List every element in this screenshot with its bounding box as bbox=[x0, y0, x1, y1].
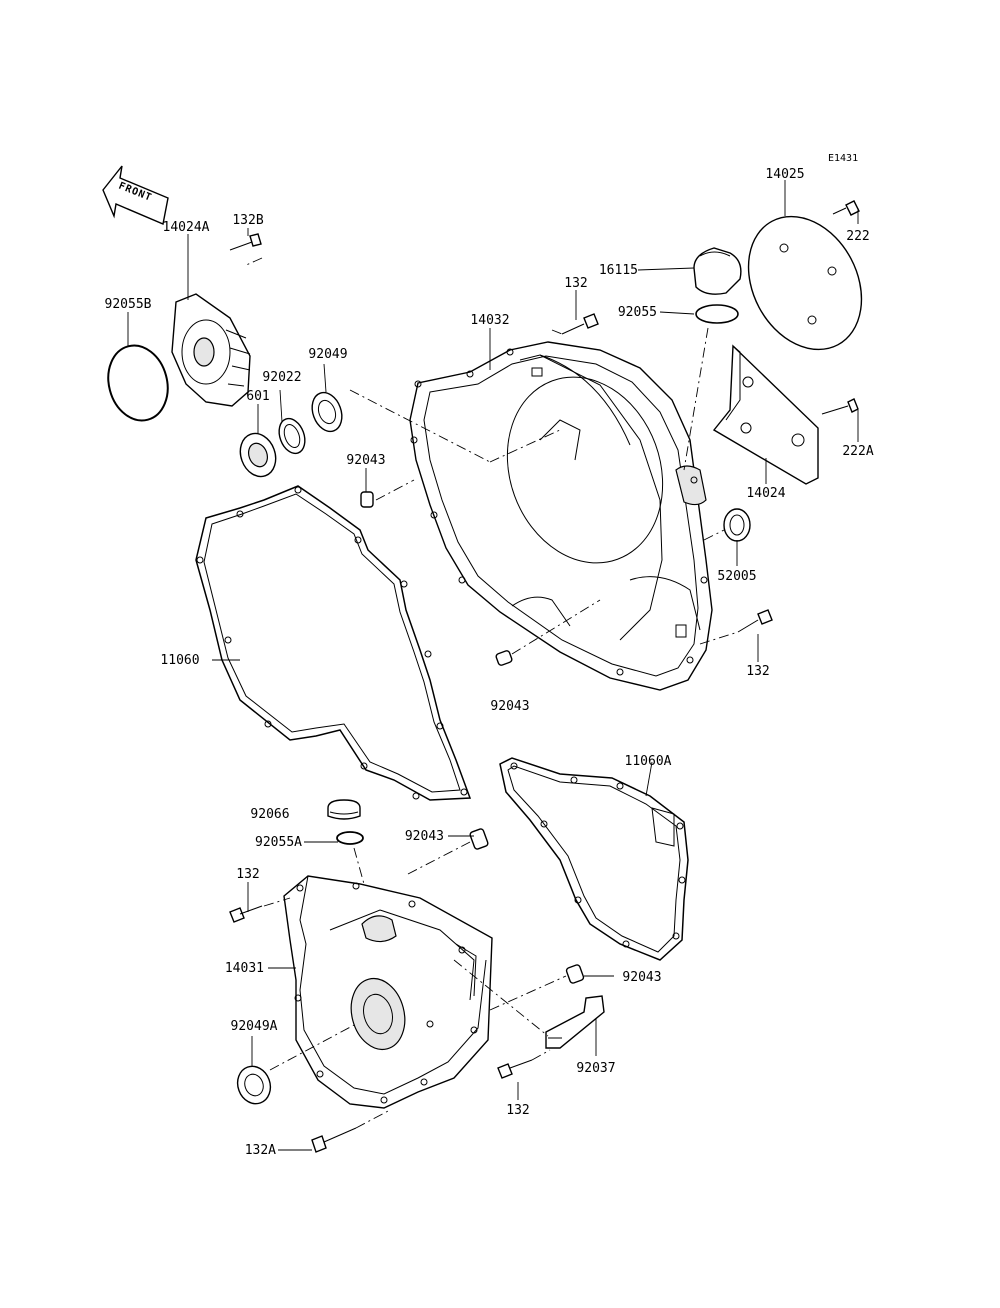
bearing-601 bbox=[239, 432, 277, 478]
label-92037: 92037 bbox=[576, 1061, 615, 1076]
label-14024: 14024 bbox=[746, 486, 785, 501]
dowel-pin-92043-upper bbox=[360, 491, 374, 508]
label-222: 222 bbox=[846, 229, 869, 244]
circlip-92022 bbox=[278, 417, 306, 455]
label-52005: 52005 bbox=[717, 569, 756, 584]
o-ring-92055a bbox=[336, 831, 364, 845]
dowel-pin-92043-c bbox=[469, 828, 489, 850]
oil-filler-cap-16115 bbox=[693, 247, 742, 295]
label-132-right: 132 bbox=[746, 664, 769, 679]
label-92049: 92049 bbox=[308, 347, 347, 362]
label-14025: 14025 bbox=[765, 167, 804, 182]
plug-92066 bbox=[327, 799, 361, 820]
label-14031: 14031 bbox=[225, 961, 264, 976]
bolt-132-bottom bbox=[497, 1059, 533, 1079]
oil-seal-52005 bbox=[723, 508, 751, 542]
gasket-11060a bbox=[499, 757, 689, 961]
label-132a: 132A bbox=[245, 1143, 276, 1158]
label-92055b: 92055B bbox=[105, 297, 152, 312]
oil-seal-92049a bbox=[236, 1065, 272, 1105]
label-92049a: 92049A bbox=[231, 1019, 278, 1034]
leader-lines bbox=[127, 180, 859, 1151]
label-92043-b: 92043 bbox=[490, 699, 529, 714]
label-92055: 92055 bbox=[618, 305, 657, 320]
label-132b: 132B bbox=[232, 213, 263, 228]
dowel-pin-92043-d bbox=[565, 964, 585, 984]
label-92043-d: 92043 bbox=[622, 970, 661, 985]
label-14024a: 14024A bbox=[163, 220, 210, 235]
label-92043-c: 92043 bbox=[405, 829, 444, 844]
o-ring-92055 bbox=[695, 304, 739, 324]
label-132-bottom: 132 bbox=[506, 1103, 529, 1118]
label-92043-a: 92043 bbox=[346, 453, 385, 468]
gasket-11060 bbox=[195, 485, 472, 801]
label-222a: 222A bbox=[842, 444, 873, 459]
o-ring-92055b bbox=[107, 344, 169, 422]
label-92066: 92066 bbox=[250, 807, 289, 822]
cover-14024a bbox=[171, 293, 251, 407]
label-92055a: 92055A bbox=[255, 835, 302, 850]
label-11060: 11060 bbox=[160, 653, 199, 668]
oil-seal-92049 bbox=[311, 391, 343, 433]
label-601: 601 bbox=[246, 389, 269, 404]
dowel-pin-92043-lower bbox=[495, 650, 513, 666]
bolt-222 bbox=[832, 200, 860, 216]
diagram-code: E1431 bbox=[828, 153, 858, 164]
alignment-lines bbox=[243, 257, 739, 1129]
label-14032: 14032 bbox=[470, 313, 509, 328]
crankcase-cover-14032 bbox=[409, 341, 713, 691]
bracket-92037 bbox=[545, 995, 605, 1049]
round-cover-14025 bbox=[747, 215, 863, 351]
bolt-222a bbox=[821, 398, 859, 415]
cover-plate-14024 bbox=[712, 344, 819, 485]
bolt-132b bbox=[229, 233, 262, 251]
bolt-132-right bbox=[737, 609, 773, 633]
label-16115: 16115 bbox=[599, 263, 638, 278]
bolt-132-top bbox=[561, 313, 599, 335]
label-92022: 92022 bbox=[262, 370, 301, 385]
label-132-top: 132 bbox=[564, 276, 587, 291]
label-132-left: 132 bbox=[236, 867, 259, 882]
label-11060a: 11060A bbox=[625, 754, 672, 769]
crankcase-cover-14031 bbox=[283, 875, 493, 1109]
bolt-132-left bbox=[229, 905, 263, 923]
front-arrow-icon: FRONT bbox=[102, 165, 169, 225]
bolt-132a bbox=[311, 1127, 357, 1153]
